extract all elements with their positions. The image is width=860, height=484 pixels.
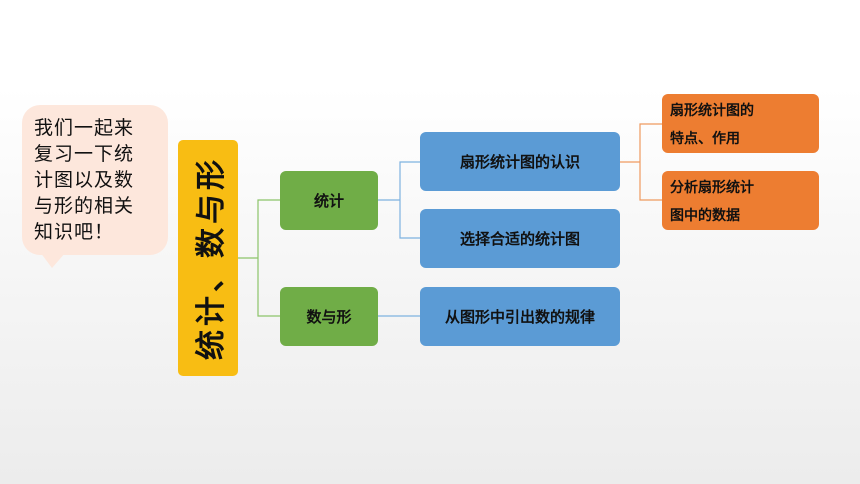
connector-pie-to-level3 <box>620 123 662 201</box>
node-pie-features: 扇形统计图的 特点、作用 <box>662 94 819 153</box>
speech-bubble: 我们一起来 复习一下统 计图以及数 与形的相关 知识吧！ <box>22 105 168 255</box>
connector-root-to-level1 <box>238 199 280 317</box>
speech-bubble-tail <box>40 252 66 268</box>
node-numbers-and-shapes: 数与形 <box>280 287 378 346</box>
root-node-label: 统计、数与形 <box>194 156 229 360</box>
root-node: 统计、数与形 <box>178 140 238 376</box>
connector-stats-to-level2 <box>378 161 420 239</box>
node-choose-chart: 选择合适的统计图 <box>420 209 620 268</box>
node-statistics: 统计 <box>280 171 378 230</box>
node-pie-chart-intro: 扇形统计图的认识 <box>420 132 620 191</box>
node-pie-analysis: 分析扇形统计 图中的数据 <box>662 171 819 230</box>
node-number-patterns: 从图形中引出数的规律 <box>420 287 620 346</box>
